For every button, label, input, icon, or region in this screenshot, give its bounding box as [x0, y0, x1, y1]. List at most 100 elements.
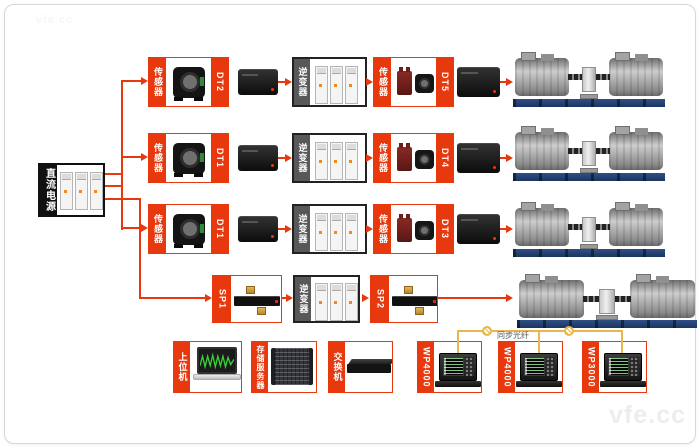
storage-server-label: 存储服务器: [252, 342, 268, 392]
row2-sensor-box: 传感器 DT1: [148, 133, 229, 183]
row2-dt2-label: DT4: [436, 134, 453, 182]
row3-inverter-cabinets-image: [310, 206, 365, 252]
row2-sensor2-label: 传感器: [374, 134, 391, 182]
row4-arrow-line-1: [282, 297, 286, 299]
row3-arrow-2: [366, 225, 373, 233]
fiber-horizontal-line: [458, 330, 623, 332]
row1-feed-line: [121, 80, 141, 82]
row1-feed-arrow: [141, 77, 148, 85]
fiber-label: 同步光纤: [495, 331, 531, 341]
row1-transmitter2-image: [457, 67, 500, 97]
row2-feed-arrow: [141, 153, 148, 161]
row3-arrow-line-3: [500, 228, 507, 230]
row4-arrow-1: [286, 294, 293, 302]
row4-sp2-busbar-image: [389, 276, 437, 322]
row1-sensor2-label: 传感器: [374, 58, 391, 106]
row3-arrow-1: [285, 225, 292, 233]
fiber-connector-icon-1: [482, 326, 492, 336]
analyzer-image-1: [434, 342, 481, 392]
network-switch-box: 交换机: [328, 341, 393, 393]
row4-motor-bench-image: [517, 268, 697, 328]
row2-arrow-line-1: [278, 157, 286, 159]
row3-transmitter-image: [238, 216, 278, 242]
row2-inverter-cabinets-image: [310, 135, 365, 181]
row1-sensor-box: 传感器 DT2: [148, 57, 229, 107]
row3-arrow-line-1: [278, 228, 286, 230]
row2-transmitter-image: [238, 145, 278, 171]
row2-motor-bench-image: [513, 120, 665, 181]
row1-transmitter-image: [238, 69, 278, 95]
row2-current-sensor-image: [166, 134, 211, 182]
row4-inverter-cabinets-image: [311, 277, 358, 321]
row3-sensor2-box: 传感器 DT3: [373, 204, 454, 254]
row1-arrow-line-1: [278, 81, 286, 83]
row1-motor-bench-image: [513, 46, 665, 107]
row2-sensor-label: 传感器: [149, 134, 166, 182]
row4-feed-arrow: [205, 294, 212, 302]
row2-dt-label: DT1: [211, 134, 228, 182]
row3-inverter-label: 逆变器: [294, 206, 310, 252]
row3-inverter-box: 逆变器: [292, 204, 367, 254]
row3-feed-line: [121, 227, 141, 229]
row1-inverter-box: 逆变器: [292, 57, 367, 107]
row2-inverter-label: 逆变器: [294, 135, 310, 181]
row1-dt2-label: DT5: [436, 58, 453, 106]
row3-dt2-label: DT3: [436, 205, 453, 253]
laptop-image: [190, 342, 241, 392]
row1-inverter-label: 逆变器: [294, 59, 310, 105]
watermark-faint: vfe.cc: [36, 14, 74, 26]
fiber-drop-1: [457, 330, 459, 353]
row2-arrow-line-3: [500, 157, 507, 159]
switch-image: [345, 342, 392, 392]
row4-sp2-box: SP2: [370, 275, 438, 323]
row4-sp1-box: SP1: [212, 275, 282, 323]
row3-dual-sensor-image: [391, 205, 436, 253]
wp3000-label: WP3000: [583, 342, 599, 392]
row2-arrow-1: [285, 154, 292, 162]
dc-power-label: 直流电源: [40, 165, 57, 215]
row4-feed-vertical: [139, 198, 141, 299]
row1-sensor2-box: 传感器 DT5: [373, 57, 454, 107]
row1-dual-sensor-image: [391, 58, 436, 106]
row1-dt-label: DT2: [211, 58, 228, 106]
wp4000-label-2: WP4000: [499, 342, 515, 392]
row2-feed-line: [121, 156, 141, 158]
power-stub-line-3: [105, 198, 141, 200]
row1-current-sensor-image: [166, 58, 211, 106]
dc-power-cabinets-image: [57, 165, 103, 215]
analyzer-image-2: [515, 342, 562, 392]
power-bus-vertical: [121, 80, 123, 230]
fiber-drop-3: [621, 330, 623, 353]
row2-transmitter2-image: [457, 143, 500, 173]
analyzer-image-3: [599, 342, 646, 392]
row2-inverter-box: 逆变器: [292, 133, 367, 183]
fiber-connector-icon-2: [564, 326, 574, 336]
network-switch-label: 交换机: [329, 342, 345, 392]
fiber-drop-2: [538, 330, 540, 353]
wp3000-box: WP3000: [582, 341, 647, 393]
row1-sensor-label: 传感器: [149, 58, 166, 106]
row2-dual-sensor-image: [391, 134, 436, 182]
row1-arrow-2: [366, 78, 373, 86]
row3-current-sensor-image: [166, 205, 211, 253]
row3-sensor-label: 传感器: [149, 205, 166, 253]
host-computer-label: 上位机: [174, 342, 190, 392]
row4-inverter-box: 逆变器: [293, 275, 360, 323]
power-stub-line-1: [105, 173, 122, 175]
storage-server-box: 存储服务器: [251, 341, 317, 393]
row4-sp1-label: SP1: [213, 276, 231, 322]
row3-transmitter2-image: [457, 214, 500, 244]
rounded-frame: [4, 4, 696, 444]
row1-arrow-3: [506, 78, 513, 86]
dc-power-box: 直流电源: [38, 163, 105, 217]
row1-inverter-cabinets-image: [310, 59, 365, 105]
row2-arrow-3: [506, 154, 513, 162]
row3-feed-arrow: [141, 224, 148, 232]
row1-arrow-1: [285, 78, 292, 86]
watermark: vfe.cc: [609, 401, 686, 429]
row4-sp1-busbar-image: [231, 276, 281, 322]
row2-arrow-2: [366, 154, 373, 162]
power-stub-line-2: [105, 185, 122, 187]
row4-arrow-3: [506, 294, 513, 302]
